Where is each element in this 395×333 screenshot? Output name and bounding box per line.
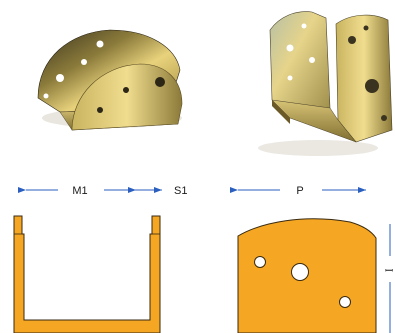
u-profile-shape [13, 215, 161, 333]
bracket-photo-right [258, 11, 393, 156]
side-plate-hole-lower [339, 296, 351, 308]
side-plate-hole-small [254, 256, 266, 268]
dimension-m1: M1 [18, 185, 136, 197]
dimension-p: P [230, 185, 366, 197]
u-profile-drawing [13, 215, 161, 333]
bracket-photo-left [37, 29, 183, 131]
side-plate-hole-large [291, 263, 309, 281]
dimension-vertical: ꟷ [385, 224, 393, 333]
dimension-p-label: P [296, 185, 303, 197]
side-plate-drawing [237, 218, 377, 333]
dimension-s1-label: S1 [174, 185, 187, 197]
dimension-s1: S1 [136, 185, 187, 197]
dimension-m1-label: M1 [72, 185, 87, 197]
dimension-vertical-label: ꟷ [385, 266, 393, 277]
